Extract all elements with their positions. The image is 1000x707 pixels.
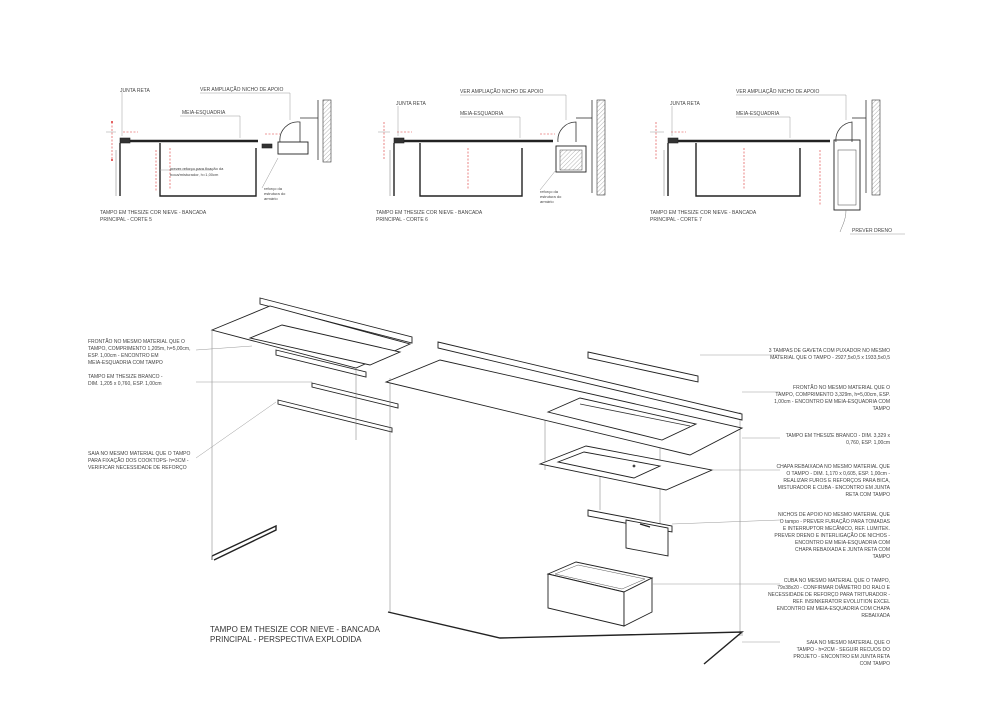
note-cuba-4: REF. INSINKERATOR EVOLUTION EXCEL [793,599,891,605]
section-corte-6-labels: JUNTA RETA VER AMPLIAÇÃO NICHO DE APOIO … [376,88,562,223]
label-meia-esquadria: MEIA-ESQUADRIA [182,110,226,116]
note-leaders [195,345,781,643]
note-frontao-right-2: TAMPO, COMPRIMENTO 3,329m, h=5,00cm, ESP… [775,392,890,398]
note-frontao-right-4: TAMPO [873,406,891,412]
label-meia-esquadria: MEIA-ESQUADRIA [460,111,504,117]
note-tampo-left-1: TAMPO EM THESIZE BRANCO - [88,374,163,380]
note-frontao-left-1: FRONTÃO NO MESMO MATERIAL QUE O [88,338,185,345]
note-frontao-left-3: ESP. 1,00cm - ENCONTRO EM [88,353,158,359]
note-cuba-2: 79x38x20 - CONFIRMAR DIÂMETRO DO RALO E [777,584,890,591]
caption-corte-6-line1: TAMPO EM THESIZE COR NIEVE - BANCADA [376,210,483,216]
note-cuba-6: REBAIXADA [861,613,890,619]
note-cuba-5: ENCONTRO EM MEIA-ESQUADRIA COM CHAPA [777,606,891,612]
note-tampo-right-2: 0,760, ESP. 1,00cm [846,440,890,446]
note-nichos-6: CHAPA REBAIXADA E JUNTA RETA COM [795,547,890,553]
note-chapa-4: MISTURADOR E CUBA - ENCONTRO EM JUNTA [778,485,891,491]
section-corte-5 [106,92,332,197]
caption-corte-5-line1: TAMPO EM THESIZE COR NIEVE - BANCADA [100,210,207,216]
note-reforco-1: prever reforço para fixação da [170,166,224,171]
left-skirt-strip-2 [277,399,393,433]
note-nichos-5: ENCONTRO EM MEIA-ESQUADRIA COM [795,540,890,546]
label-ver-ampliacao: VER AMPLIAÇÃO NICHO DE APOIO [460,88,543,95]
note-saia-left-2: PARA FIXAÇÃO DOS COOKTOPS- h=3CM - [88,457,189,464]
note-nichos-4: PREVER DRENO E INTERLIGAÇÃO DE NICHOS - [774,532,890,539]
note-saia-right-2: TAMPO - h=2CM - SEGUIR RECUOS DO [797,647,891,653]
section-corte-7 [650,94,905,235]
cabinet-outline [159,143,257,197]
note-chapa-2: O TAMPO - DIM. 1,170 x 0,605, ESP. 1,00c… [786,471,890,477]
note-saia-right-3: PROJETO - ENCONTRO EM JUNTA RETA [793,654,890,660]
label-junta-reta: JUNTA RETA [396,101,426,107]
note-frontao-right-3: 1,00cm - ENCONTRO EM MEIA-ESQUADRIA COM [774,399,890,405]
note-reforco-2: boca/misturador, h=1,00cm [170,172,219,177]
note-saia-left-1: SAIA NO MESMO MATERIAL QUE O TAMPO [88,451,190,457]
left-notes: FRONTÃO NO MESMO MATERIAL QUE O TAMPO, C… [88,338,190,471]
note-estrutura-2: estrutura do [540,194,562,199]
exploded-perspective [210,297,744,665]
note-tampo-left-2: DIM. 1,205 x 0,760, ESP. 1,00cm [88,381,162,387]
sink-cutout [546,397,698,441]
perspective-title: TAMPO EM THESIZE COR NIEVE - BANCADA PRI… [210,625,381,644]
caption-corte-7-line1: TAMPO EM THESIZE COR NIEVE - BANCADA [650,210,757,216]
note-estrutura-1: reforço da [264,186,283,191]
note-nichos-1: NICHOS DE APOIO NO MESMO MATERIAL QUE [778,512,891,518]
note-nichos-2: O tampo - PREVER FURAÇÃO PARA TOMADAS [780,518,891,525]
bottom-skirt [387,611,744,665]
note-nichos-3: E INTERRUPTOR MECÂNICO, REF. LUMITEK. [783,525,890,532]
right-notes: 3 TAMPAS DE GAVETA COM PUXADOR NO MESMO … [768,348,891,667]
label-junta-reta: JUNTA RETA [670,101,700,107]
note-chapa-3: REALIZAR FUROS E REFORÇOS PARA BICA, [783,478,890,484]
caption-corte-6-line2: PRINCIPAL - CORTE 6 [376,217,428,223]
note-tampo-right-1: TAMPO EM THESIZE BRANCO - DIM. 3,329 x [786,433,891,439]
note-frontao-left-4: MEIA-ESQUADRIA COM TAMPO [88,360,163,366]
caption-corte-5-line2: PRINCIPAL - CORTE 5 [100,217,152,223]
note-cuba-3: NECESSIDADE DE REFORÇO PARA TRITURADOR - [768,592,890,598]
label-prever-dreno: PREVER DRENO [852,228,892,234]
note-saia-right-1: SAIA NO MESMO MATERIAL QUE O [806,640,890,646]
note-estrutura-3: armário [540,199,554,204]
wall-hatch [322,99,332,163]
left-skirt-strip-1 [311,382,399,409]
note-saia-left-3: VERIFICAR NECESSIDADE DE REFORÇO [88,465,187,471]
label-junta-reta: JUNTA RETA [120,88,150,94]
section-corte-6 [378,94,606,197]
left-backsplash [259,297,413,344]
caption-corte-7-line2: PRINCIPAL - CORTE 7 [650,217,702,223]
drawer-covers [587,351,699,383]
note-nichos-7: TAMPO [873,554,891,560]
note-chapa-5: RETA COM TAMPO [846,492,891,498]
note-saia-right-4: COM TAMPO [860,661,890,667]
section-corte-7-labels: JUNTA RETA VER AMPLIAÇÃO NICHO DE APOIO … [650,88,892,234]
note-frontao-right-1: FRONTÃO NO MESMO MATERIAL QUE O [793,384,890,391]
right-backsplash [437,341,743,421]
note-tampas-1: 3 TAMPAS DE GAVETA COM PUXADOR NO MESMO [769,348,890,354]
note-cuba-1: CUBA NO MESMO MATERIAL QUE O TAMPO, [784,578,890,584]
title-line-2: PRINCIPAL - PERSPECTIVA EXPLODIDA [210,635,362,644]
note-estrutura-1: reforço da [540,189,559,194]
note-frontao-left-2: TAMPO, COMPRIMENTO 1,205m, h=5,00cm, [88,346,190,352]
note-estrutura-3: armário [264,196,278,201]
title-line-1: TAMPO EM THESIZE COR NIEVE - BANCADA [210,625,381,634]
label-ver-ampliacao: VER AMPLIAÇÃO NICHO DE APOIO [736,88,819,95]
section-corte-5-labels: JUNTA RETA VER AMPLIAÇÃO NICHO DE APOIO … [100,86,286,223]
note-chapa-1: CHAPA REBAIXADA NO MESMO MATERIAL QUE [776,464,890,470]
label-meia-esquadria: MEIA-ESQUADRIA [736,111,780,117]
note-tampas-2: MATERIAL QUE O TAMPO - 2927,5x0,5 x 1933… [770,355,890,361]
note-estrutura-2: estrutura do [264,191,286,196]
label-ver-ampliacao: VER AMPLIAÇÃO NICHO DE APOIO [200,86,283,93]
